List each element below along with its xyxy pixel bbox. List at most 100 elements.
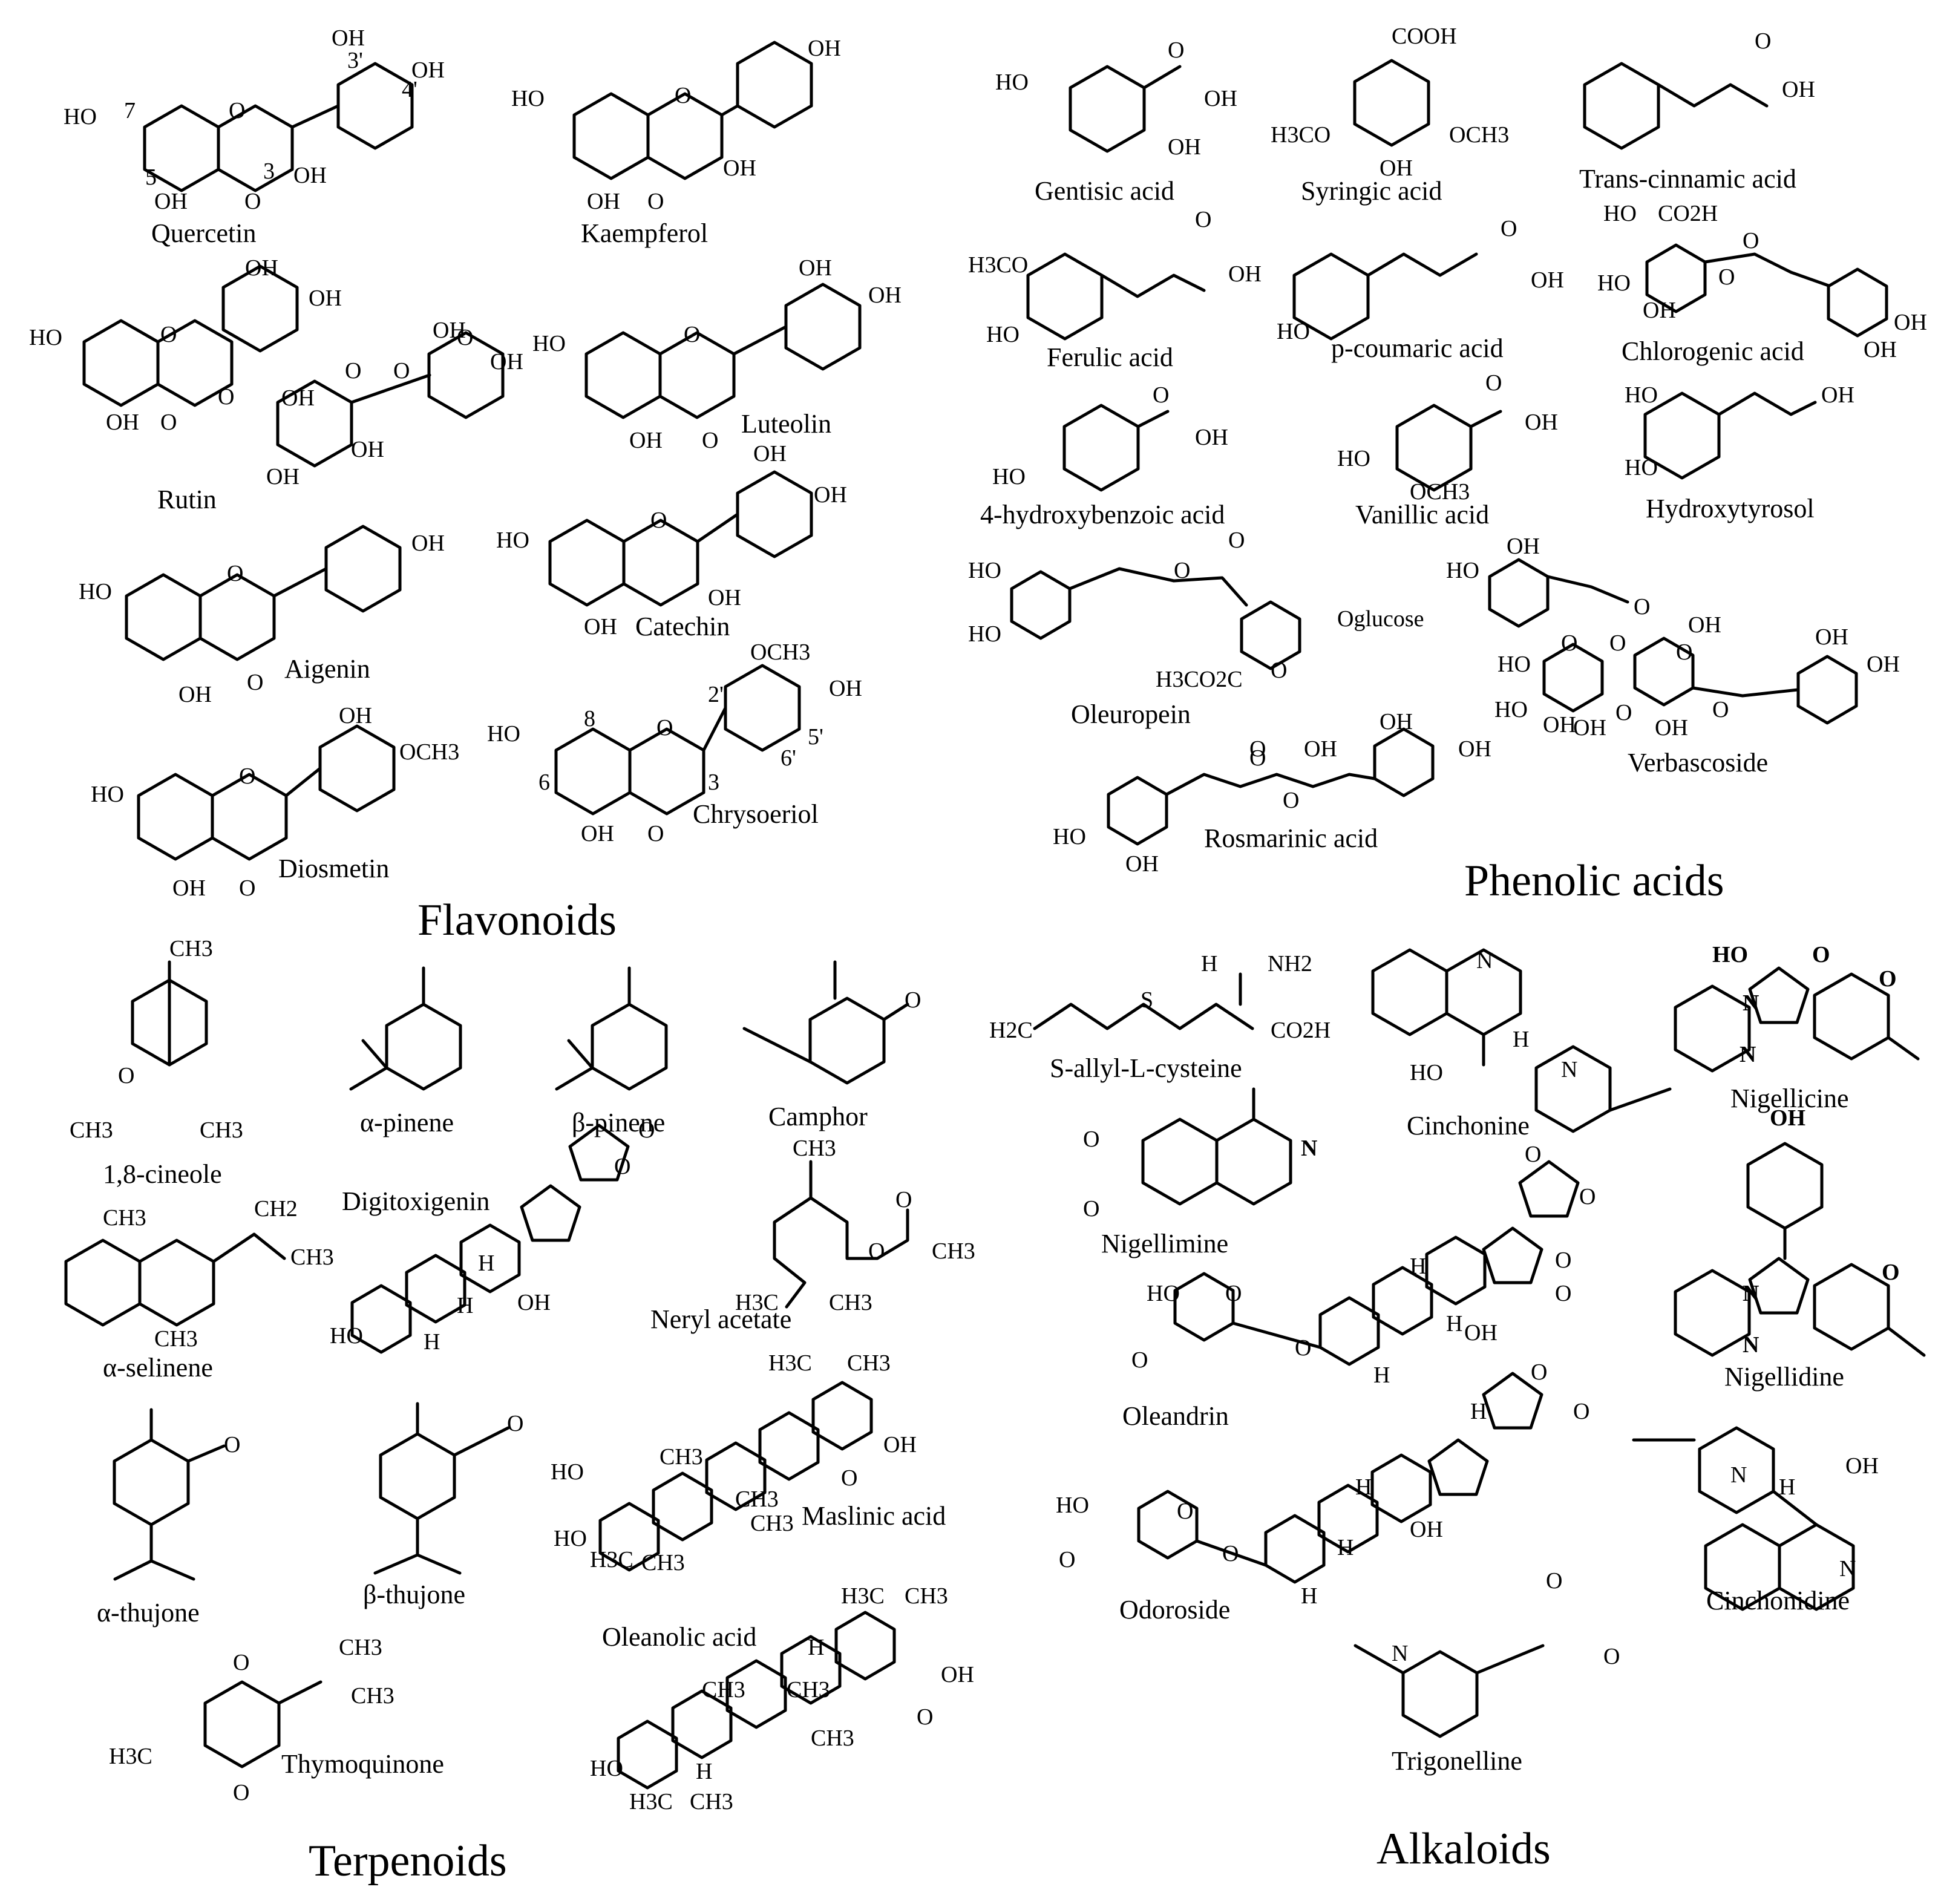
atom-label: HO <box>1625 455 1658 480</box>
atom-label: OH <box>281 385 315 411</box>
compound-name: Oleuropein <box>1071 699 1191 729</box>
atom-label: OH <box>1864 337 1897 362</box>
atom-label: H2C <box>989 1018 1033 1043</box>
atom-label: HO <box>1147 1281 1180 1306</box>
atom-label: OH <box>808 36 841 61</box>
atom-label: O <box>675 83 691 108</box>
atom-label: CH3 <box>750 1511 794 1536</box>
atom-label: OH <box>106 410 139 435</box>
atom-label: OH <box>266 464 299 489</box>
atom-label: O <box>905 987 921 1013</box>
atom-label: OH <box>883 1432 917 1457</box>
atom-label: HO <box>1597 270 1631 296</box>
atom-label: OH <box>1410 1517 1443 1542</box>
atom-label: OH <box>154 189 188 214</box>
atom-label: H <box>1355 1474 1372 1500</box>
atom-label: O <box>1174 558 1190 583</box>
atom-label: OH <box>587 189 620 214</box>
atom-label: 3 <box>708 770 719 795</box>
atom-label: O <box>1525 1142 1541 1167</box>
compound-name: Luteolin <box>741 409 831 439</box>
atom-label: O <box>638 1117 655 1143</box>
compound-beta-pinene: β-pinene <box>555 966 666 1137</box>
atom-label: N <box>1743 1332 1759 1358</box>
compound-name: Syringic acid <box>1301 176 1442 206</box>
atom-label: CH3 <box>290 1245 334 1270</box>
compound-name: Kaempferol <box>581 218 708 248</box>
compound-name: Hydroxytyrosol <box>1646 494 1815 523</box>
compound-name: Digitoxigenin <box>342 1186 489 1216</box>
atom-label: N <box>1476 948 1493 973</box>
atom-label: H <box>457 1293 473 1318</box>
atom-label: O <box>868 1238 885 1264</box>
atom-label: 7 <box>124 98 136 123</box>
atom-label: O <box>1676 640 1692 665</box>
atom-label: HO <box>1625 382 1658 408</box>
atom-label: O <box>393 358 410 384</box>
atom-label: O <box>1555 1281 1571 1306</box>
atom-label: O <box>647 189 664 214</box>
compound-syringic-acid: COOH H3CO OCH3 OH Syringic acid <box>1271 24 1509 206</box>
atom-label: HO <box>995 70 1029 95</box>
atom-label: O <box>1177 1499 1193 1524</box>
atom-label: O <box>1283 788 1299 813</box>
atom-label: OH <box>1380 155 1413 181</box>
atom-label: OH <box>723 155 756 181</box>
atom-label: HO <box>1446 558 1479 583</box>
compound-oleuropein: HO HO O O Oglucose H3CO2C O Oleuropein <box>968 528 1424 729</box>
atom-label: CO2H <box>1271 1018 1331 1043</box>
compound-ferulic-acid: H3CO O OH HO Ferulic acid <box>968 207 1262 372</box>
atom-label: OH <box>1458 736 1491 762</box>
atom-label: CH3 <box>905 1583 948 1609</box>
compound-name: Verbascoside <box>1628 748 1768 777</box>
atom-label: OCH3 <box>750 640 810 665</box>
atom-label: O <box>1249 745 1266 771</box>
atom-label: O <box>1271 658 1287 683</box>
atom-label: OH <box>1125 851 1159 877</box>
atom-label: HO <box>1497 652 1531 677</box>
compound-name: α-selinene <box>103 1353 213 1382</box>
atom-label: CH3 <box>702 1677 745 1703</box>
compound-catechin: OH OH HO O OH OH Catechin <box>496 441 847 641</box>
atom-label: CH3 <box>829 1290 872 1315</box>
atom-label: NH2 <box>1268 951 1312 977</box>
atom-label: OH <box>1204 86 1237 111</box>
compound-name: Nigellicine <box>1730 1084 1849 1113</box>
compound-aigenin: OH HO O OH O Aigenin <box>79 526 445 707</box>
atom-label: H <box>1513 1027 1529 1052</box>
atom-label: OH <box>629 428 663 453</box>
atom-label: N <box>1743 1281 1759 1306</box>
atom-label: O <box>1195 207 1211 232</box>
compound-name: Neryl acetate <box>650 1304 791 1334</box>
atom-label: H3CO2C <box>1156 667 1243 692</box>
atom-label: HO <box>554 1526 587 1551</box>
atom-label: CH3 <box>154 1326 198 1352</box>
atom-label: H3C <box>768 1350 812 1376</box>
compound-1-8-cineole: CH3 O CH3 CH3 1,8-cineole <box>70 936 243 1189</box>
atom-label: O <box>656 715 673 741</box>
atom-label: N <box>1561 1057 1577 1082</box>
compound-luteolin: OH OH HO O OH O Luteolin <box>532 255 902 453</box>
atom-label: O <box>1131 1347 1148 1373</box>
atom-label: O <box>160 322 177 347</box>
compound-name: Cinchonine <box>1407 1111 1530 1140</box>
section-title-phenolic-acids: Phenolic acids <box>1464 856 1724 906</box>
section-title-flavonoids: Flavonoids <box>417 895 617 945</box>
atom-label: OH <box>1543 712 1576 738</box>
atom-label: O <box>1882 1260 1900 1285</box>
compound-nigellimine: O O N Nigellimine <box>1083 1087 1317 1258</box>
atom-label: O <box>457 325 473 350</box>
atom-label: CH3 <box>169 936 213 961</box>
atom-label: O <box>1561 630 1577 656</box>
atom-label: O <box>218 384 234 410</box>
compound-name: Trans-cinnamic acid <box>1579 164 1796 194</box>
compound-verbascoside: OH HO O O OH HO O O O O HO OH OH OH OH O… <box>1446 534 1900 777</box>
compound-nigellicine: HO O O N N Nigellicine <box>1675 942 1920 1113</box>
atom-label: O <box>1059 1547 1075 1572</box>
atom-label: OH <box>581 821 614 846</box>
compound-name: Rosmarinic acid <box>1204 823 1378 853</box>
atom-label: HO <box>1053 824 1086 849</box>
atom-label: CH3 <box>811 1726 854 1751</box>
atom-label: H3C <box>841 1583 885 1609</box>
atom-label: CH3 <box>690 1789 733 1814</box>
